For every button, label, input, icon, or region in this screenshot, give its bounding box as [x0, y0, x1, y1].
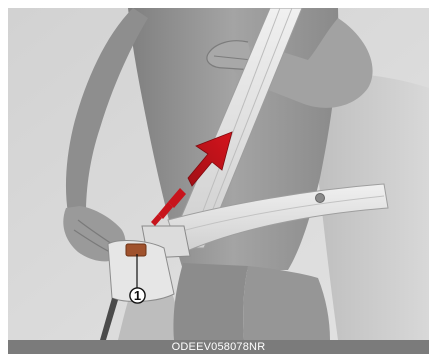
callout-number-icon: 1: [129, 287, 146, 304]
caption-bar: ODEEV058078NR: [8, 340, 429, 354]
seatbelt-illustration: [8, 8, 429, 340]
image-code-label: ODEEV058078NR: [172, 340, 266, 354]
left-leg: [173, 263, 248, 340]
buckle-release-button: [126, 244, 146, 256]
belt-anchor-bolt: [316, 194, 325, 203]
callout-number: 1: [134, 288, 141, 303]
